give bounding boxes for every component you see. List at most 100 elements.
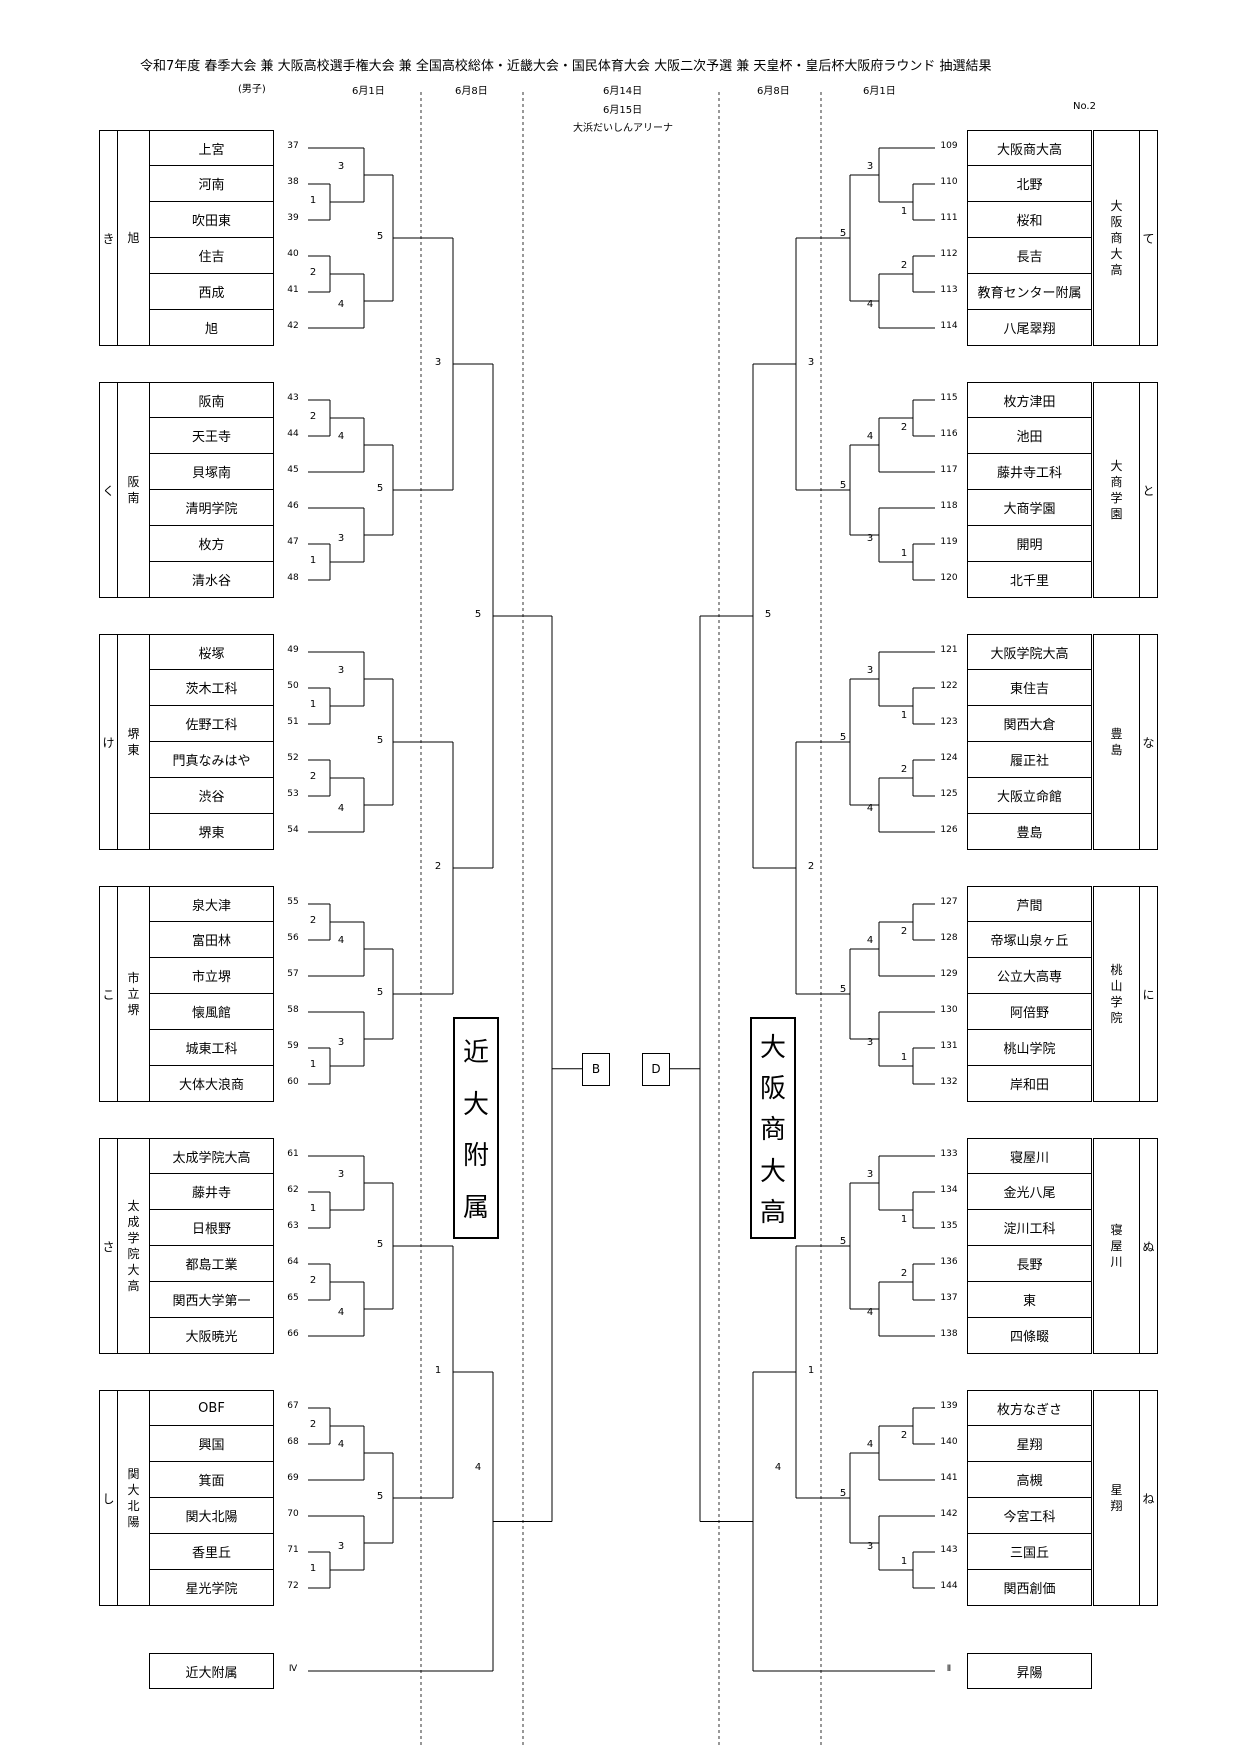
team-number: 109 [940,141,958,151]
team-cell: 泉大津 [149,886,274,922]
team-number: 128 [940,933,958,943]
team-number: 129 [940,969,958,979]
team-number: 131 [940,1041,958,1051]
team-number: 48 [287,573,299,583]
team-number: 53 [287,789,299,799]
team-number: 143 [940,1545,958,1555]
team-cell: 阿倍野 [967,994,1092,1030]
team-number: 57 [287,969,299,979]
seed-char: 堺 [127,727,140,741]
label-char: 大 [759,1156,786,1187]
team-cell: 大阪学院大高 [967,634,1092,670]
team-number: 112 [940,249,958,259]
label-char: 附 [462,1141,489,1172]
team-cell: 東 [967,1282,1092,1318]
school-label-kindai: 近大附属 [453,1017,499,1239]
team-cell: 星光学院 [149,1570,274,1606]
label-char: 大 [759,1033,786,1064]
team-cell: 開明 [967,526,1092,562]
team-cell: 教育センター附属 [967,274,1092,310]
team-number: 51 [287,717,299,727]
team-number: 67 [287,1401,299,1411]
round-number: 1 [900,1214,908,1225]
team-number: 125 [940,789,958,799]
team-number: 116 [940,429,958,439]
seed-char: 院 [127,1247,140,1261]
team-number: 71 [287,1545,299,1555]
team-number: 136 [940,1257,958,1267]
group-seed-label: 豊島 [1093,634,1140,850]
seed-char: 市 [127,971,140,985]
team-cell: 枚方津田 [967,382,1092,418]
round-number: 1 [309,1059,317,1070]
team-number: 137 [940,1293,958,1303]
team-cell: 淀川工科 [967,1210,1092,1246]
round-number: 5 [839,984,847,995]
round-number: 5 [839,732,847,743]
team-cell: 長野 [967,1246,1092,1282]
team-number: 59 [287,1041,299,1051]
group-seed-label: 大阪商大高 [1093,130,1140,346]
team-cell: 履正社 [967,742,1092,778]
team-number: 72 [287,1581,299,1591]
round-number: 3 [337,1037,345,1048]
round-number: 3 [337,1169,345,1180]
team-number: 37 [287,141,299,151]
seed-char: 星 [1110,1483,1123,1497]
team-cell: 清明学院 [149,490,274,526]
seed-char: 南 [127,491,140,505]
team-number: 54 [287,825,299,835]
team-cell: 吹田東 [149,202,274,238]
team-number: 70 [287,1509,299,1519]
seed-char: 大 [127,1483,140,1497]
team-cell: 河南 [149,166,274,202]
round-number: 2 [309,267,317,278]
date-right-2: 6月1日 [863,86,896,97]
seed-char: 高 [1110,263,1123,277]
seed-char: 堺 [127,1003,140,1017]
round-number: 4 [866,299,874,310]
round-number: 4 [474,1461,482,1473]
team-number: 64 [287,1257,299,1267]
seed-char: 大 [1110,459,1123,473]
bye-code: Ⅱ [946,1664,952,1674]
team-cell: 長吉 [967,238,1092,274]
round-number: 3 [337,665,345,676]
team-cell: 城東工科 [149,1030,274,1066]
round-number: 3 [337,1541,345,1552]
round-number: 3 [434,357,442,368]
team-cell: 堺東 [149,814,274,850]
gender-label: (男子) [238,84,266,95]
team-number: 52 [287,753,299,763]
seed-char: 関 [127,1467,140,1481]
team-number: 138 [940,1329,958,1339]
team-cell: 西成 [149,274,274,310]
seed-char: 立 [127,987,140,1001]
team-cell: 枚方なぎさ [967,1390,1092,1426]
team-number: 68 [287,1437,299,1447]
team-number: 44 [287,429,299,439]
seed-char: 山 [1110,979,1123,993]
team-cell: 金光八尾 [967,1174,1092,1210]
team-cell: 寝屋川 [967,1138,1092,1174]
team-number: 62 [287,1185,299,1195]
date-left-2: 6月8日 [455,86,488,97]
team-cell: 大体大浪商 [149,1066,274,1102]
team-number: 139 [940,1401,958,1411]
team-number: 39 [287,213,299,223]
team-number: 119 [940,537,958,547]
round-number: 1 [309,1203,317,1214]
team-cell: 渋谷 [149,778,274,814]
round-number: 1 [309,1563,317,1574]
round-number: 5 [376,483,384,494]
team-cell: 藤井寺 [149,1174,274,1210]
round-number: 4 [337,935,345,946]
team-cell: 今宮工科 [967,1498,1092,1534]
team-cell: 天王寺 [149,418,274,454]
team-cell: 富田林 [149,922,274,958]
team-number: 144 [940,1581,958,1591]
date-right-1: 6月8日 [757,86,790,97]
round-number: 5 [839,480,847,491]
team-number: 61 [287,1149,299,1159]
